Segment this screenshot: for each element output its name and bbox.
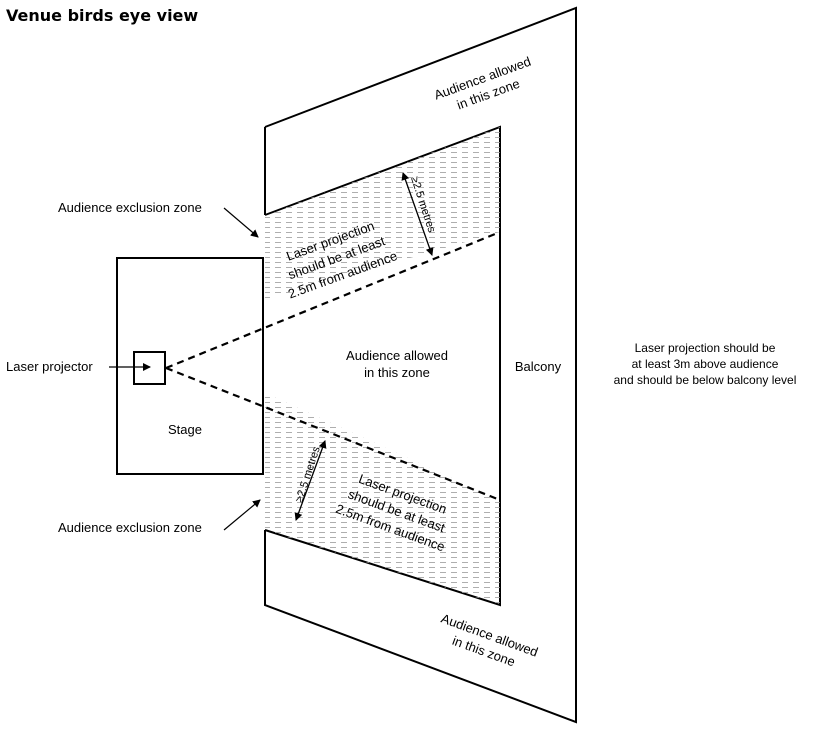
exclusion-bottom-pointer (223, 499, 261, 531)
side-note-line-2: at least 3m above audience (632, 357, 779, 371)
exclusion-zone-bottom-label: Audience exclusion zone (58, 520, 202, 535)
distance-arrow-top (401, 172, 434, 256)
side-note-line-1: Laser projection should be (635, 341, 776, 355)
balcony-label: Balcony (515, 359, 562, 374)
audience-zone-center-label: Audience allowed in this zone (346, 348, 448, 380)
exclusion-top-pointer (223, 207, 259, 238)
audience-center-line-1: Audience allowed (346, 348, 448, 363)
exclusion-zone-top (265, 127, 500, 300)
laser-projector-label: Laser projector (6, 359, 93, 374)
page-title: Venue birds eye view (6, 6, 199, 25)
exclusion-zone-top-label: Audience exclusion zone (58, 200, 202, 215)
laser-beam-top (165, 230, 501, 370)
audience-center-line-2: in this zone (364, 365, 430, 380)
venue-outline (264, 6, 577, 724)
laser-projector-box (133, 351, 166, 385)
stage-label: Stage (168, 422, 202, 437)
side-note: Laser projection should be at least 3m a… (614, 341, 797, 387)
distance-arrow-bottom (294, 440, 327, 521)
side-note-line-3: and should be below balcony level (614, 373, 797, 387)
audience-zone-top-label: Audience allowed in this zone (432, 54, 533, 113)
audience-zone-bottom-label: Audience allowed in this zone (439, 611, 540, 670)
stage-box (116, 257, 264, 475)
